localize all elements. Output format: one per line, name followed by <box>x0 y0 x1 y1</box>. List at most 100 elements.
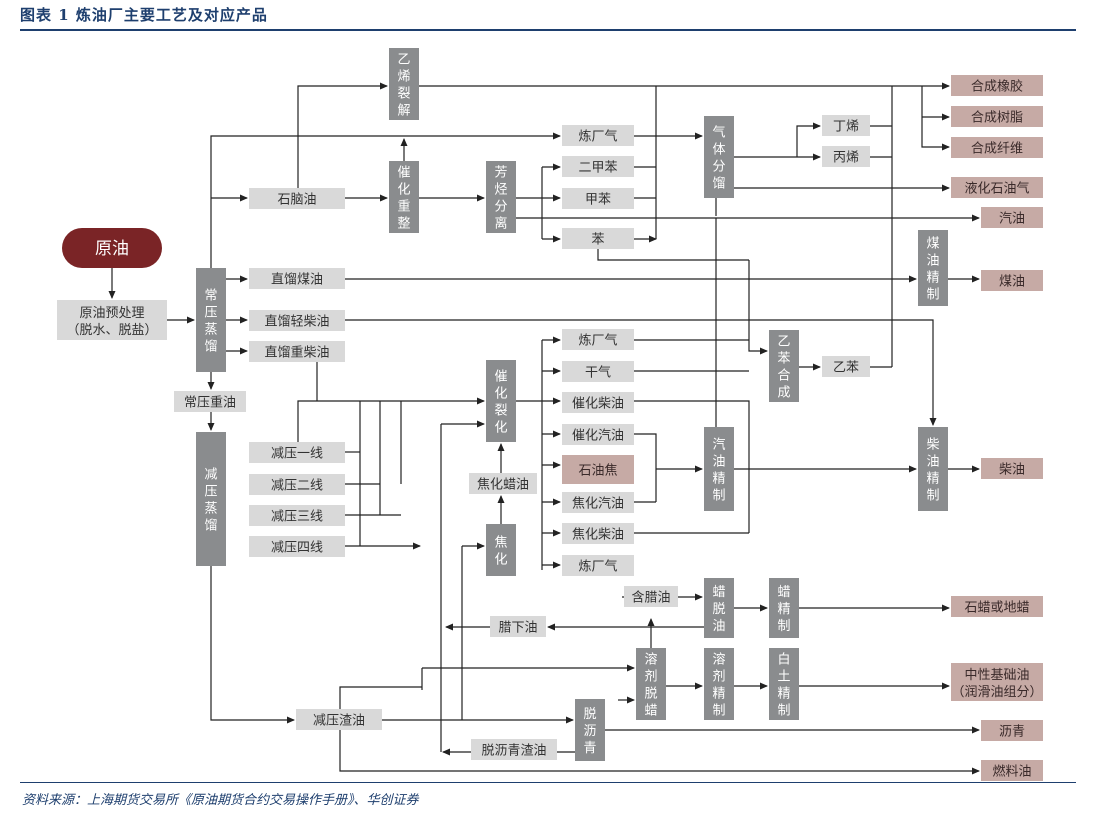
label-intermediates-xylene: 二甲苯 <box>578 161 617 176</box>
node-pretreatment: 原油预处理（脱水、脱盐） <box>57 300 167 340</box>
unit-units-catalytic-reforming: 催化重整 <box>389 161 419 233</box>
node-intermediates-vacuum-residue: 减压渣油 <box>296 709 382 730</box>
bottom-rule <box>20 782 1076 783</box>
node-intermediates-ethylbenzene: 乙苯 <box>822 356 870 377</box>
flow-line-74 <box>210 566 295 724</box>
label-intermediates-refinery-gas-top: 炼厂气 <box>578 129 617 145</box>
label-intermediates-vacuum-4: 减压四线 <box>271 541 323 556</box>
label-products-synthetic-resin: 合成树脂 <box>971 111 1023 126</box>
flow-line-2 <box>210 132 561 268</box>
unit-units-gasoline-refining: 汽油精制 <box>704 427 734 511</box>
figure-title: 图表 1 炼油厂主要工艺及对应产品 <box>20 6 268 24</box>
label-units-ethylbenzene-synthesis: 乙苯合成 <box>777 335 790 401</box>
unit-units-vacuum-distillation: 减压蒸馏 <box>196 432 226 566</box>
label-products-kerosene: 煤油 <box>999 275 1025 290</box>
unit-units-kerosene-refining: 煤油精制 <box>918 230 948 306</box>
label-intermediates-straight-light-diesel: 直馏轻柴油 <box>264 315 329 330</box>
label-intermediates-vacuum-2: 减压二线 <box>271 479 323 494</box>
label-intermediates-benzene: 苯 <box>591 233 604 248</box>
node-products-petroleum-coke: 石油焦 <box>562 455 634 484</box>
unit-units-catalytic-cracking: 催化裂化 <box>486 360 516 442</box>
node-products-synthetic-rubber: 合成橡胶 <box>951 75 1043 96</box>
label-units-solvent-refining: 溶剂精制 <box>712 653 725 719</box>
label-intermediates-straight-kerosene: 直馏煤油 <box>271 273 323 288</box>
node-intermediates-straight-kerosene: 直馏煤油 <box>249 268 345 289</box>
node-products-diesel: 柴油 <box>981 458 1043 479</box>
label-intermediates-fcc-gasoline: 催化汽油 <box>572 429 624 444</box>
flow-line-79 <box>339 730 980 775</box>
label-products-lpg: 液化石油气 <box>964 181 1029 197</box>
flow-line-34 <box>748 260 768 355</box>
label-intermediates-coker-wax-oil: 焦化蜡油 <box>477 478 529 493</box>
unit-units-ethylene-cracking: 乙烯裂解 <box>389 48 419 120</box>
label-products-gasoline: 汽油 <box>999 212 1025 227</box>
label-intermediates-straight-heavy-diesel: 直馏重柴油 <box>264 345 329 361</box>
label-intermediates-ethylbenzene: 乙苯 <box>833 361 859 376</box>
node-products-kerosene: 煤油 <box>981 270 1043 291</box>
unit-units-coking: 焦化 <box>486 524 516 576</box>
process-nodes: 炼厂气石脑油二甲苯甲苯苯丁烯丙烯直馏煤油直馏轻柴油直馏重柴油常压重油减压一线减压… <box>57 48 1043 781</box>
flow-line-13 <box>921 86 950 151</box>
top-rule <box>20 29 1076 31</box>
label-units-wax-refining: 蜡精制 <box>777 585 790 634</box>
flow-line-9 <box>297 82 388 188</box>
node-crude-oil: 原油 <box>62 228 162 268</box>
node-intermediates-xylene: 二甲苯 <box>562 156 634 177</box>
node-intermediates-vacuum-3: 减压三线 <box>249 505 345 526</box>
label-units-vacuum-distillation: 减压蒸馏 <box>204 468 217 534</box>
node-intermediates-fcc-diesel: 催化柴油 <box>562 392 634 413</box>
node-intermediates-deasphalted-residue: 脱沥青渣油 <box>471 739 557 760</box>
node-intermediates-refinery-gas-top: 炼厂气 <box>562 125 634 146</box>
node-intermediates-dry-gas: 干气 <box>562 361 634 382</box>
label-intermediates-atmospheric-residue: 常压重油 <box>184 395 236 411</box>
unit-units-solvent-refining: 溶剂精制 <box>704 648 734 720</box>
node-intermediates-toluene: 甲苯 <box>562 188 634 209</box>
label-units-catalytic-cracking: 催化裂化 <box>494 370 507 436</box>
unit-units-wax-refining: 蜡精制 <box>769 578 799 638</box>
label-units-atmospheric-distillation: 常压蒸馏 <box>204 289 217 355</box>
flow-line-26 <box>796 122 821 157</box>
label-products-base-oil-line2: （润滑油组分） <box>951 685 1042 700</box>
label-intermediates-deasphalted-residue: 脱沥青渣油 <box>481 744 546 759</box>
node-products-synthetic-resin: 合成树脂 <box>951 106 1043 127</box>
unit-units-atmospheric-distillation: 常压蒸馏 <box>196 268 226 372</box>
unit-units-deasphalting: 脱沥青 <box>575 699 605 761</box>
node-products-lpg: 液化石油气 <box>951 177 1043 198</box>
flow-line-33 <box>597 249 749 261</box>
label-units-aromatics-separation: 芳烃分离 <box>494 166 507 232</box>
node-intermediates-coker-diesel: 焦化柴油 <box>562 523 634 544</box>
label-intermediates-toluene: 甲苯 <box>585 193 611 208</box>
label-products-fuel-oil: 燃料油 <box>992 764 1031 780</box>
label-products-base-oil-line1: 中性基础油 <box>964 668 1029 683</box>
node-products-gasoline: 汽油 <box>981 207 1043 228</box>
unit-units-solvent-dewaxing: 溶剂脱蜡 <box>636 648 666 720</box>
label-units-diesel-refining: 柴油精制 <box>926 438 939 504</box>
label-products-asphalt: 沥青 <box>999 725 1025 740</box>
label-pretreatment-line2: （脱水、脱盐） <box>66 323 157 338</box>
node-intermediates-atmospheric-residue: 常压重油 <box>174 391 246 412</box>
label-intermediates-naphtha: 石脑油 <box>277 193 316 208</box>
node-intermediates-vacuum-2: 减压二线 <box>249 474 345 495</box>
label-products-synthetic-rubber: 合成橡胶 <box>971 79 1023 95</box>
node-products-asphalt: 沥青 <box>981 720 1043 741</box>
node-intermediates-vacuum-1: 减压一线 <box>249 442 345 463</box>
label-intermediates-vacuum-3: 减压三线 <box>271 510 323 525</box>
node-intermediates-propylene: 丙烯 <box>822 146 870 167</box>
label-intermediates-fcc-refinery-gas: 炼厂气 <box>578 333 617 349</box>
source-note: 资料来源：上海期货交易所《原油期货合约交易操作手册》、华创证券 <box>22 793 419 808</box>
label-intermediates-coker-gasoline: 焦化汽油 <box>572 497 624 512</box>
unit-units-aromatics-separation: 芳烃分离 <box>486 161 516 233</box>
label-units-clay-refining: 白土精制 <box>777 652 790 719</box>
label-products-diesel: 柴油 <box>999 463 1025 478</box>
flow-line-37 <box>345 319 937 426</box>
label-intermediates-propylene: 丙烯 <box>833 151 859 166</box>
label-intermediates-vacuum-residue: 减压渣油 <box>313 714 365 729</box>
label-crude-oil: 原油 <box>95 239 129 259</box>
flow-line-76 <box>339 686 422 709</box>
node-intermediates-coker-gasoline: 焦化汽油 <box>562 492 634 513</box>
node-intermediates-fcc-refinery-gas: 炼厂气 <box>562 329 634 350</box>
unit-units-wax-deoiling: 蜡脱油 <box>704 578 734 638</box>
node-products-paraffin-wax: 石蜡或地蜡 <box>951 596 1043 617</box>
node-intermediates-butylene: 丁烯 <box>822 115 870 136</box>
label-intermediates-butylene: 丁烯 <box>833 120 859 135</box>
